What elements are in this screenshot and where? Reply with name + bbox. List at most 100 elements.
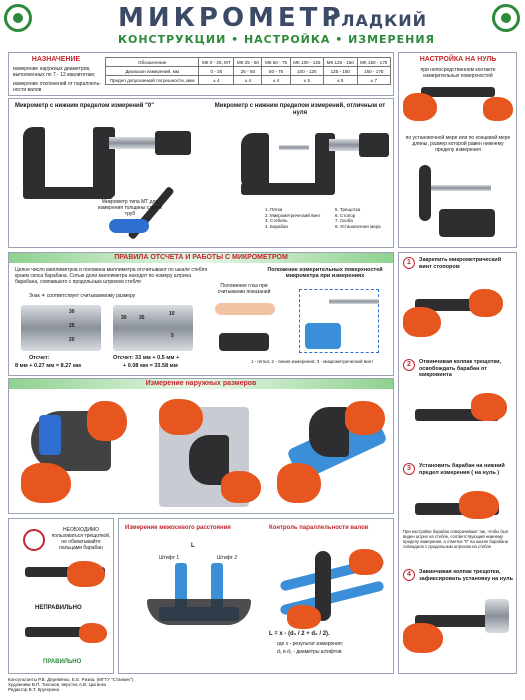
zero-setup-text-2: по установочной мере или по концевой мер… (405, 135, 511, 153)
hand-icon (67, 561, 105, 587)
step-3-text: Установить барабан на нижний предел изме… (419, 463, 505, 476)
micrometer-b-frame-bottom (241, 183, 335, 195)
footer-line: Консультанты Р.В. Деревянко, Е.Е. Ризва,… (8, 677, 134, 682)
spec-cell: ± 5 (289, 75, 325, 85)
formula-1: L = x - (d₁ / 2 + d₂ / 2). (269, 631, 330, 637)
spec-cell: МК 125 - 150 (323, 57, 358, 67)
hand-icon (345, 401, 385, 435)
zero-micrometer-icon (421, 87, 495, 97)
hand-icon (21, 463, 71, 503)
parallel-title: Контроль параллельности валов (269, 525, 369, 531)
warning-panel: НЕОБХОДИМО пользоваться трещоткой, не об… (8, 518, 114, 674)
warning-text: НЕОБХОДИМО пользоваться трещоткой, не об… (51, 527, 111, 551)
outer-panel: Измерение наружных размеров (8, 378, 394, 514)
reading-ex1: 8 мм + 0.27 мм = 8.27 мм (15, 363, 81, 369)
hand-icon (159, 399, 203, 435)
reading-ex2-label: Отсчет: 33 мм + 0.5 мм + (113, 355, 180, 361)
legend-item: 2. Микрометрический винт (265, 212, 321, 218)
spec-cell: ± 5 (323, 75, 358, 85)
reading-sign: Знак ✶ соответствует считываемому размер… (29, 293, 136, 299)
purpose-heading: НАЗНАЧЕНИЕ (31, 56, 81, 63)
spec-cell: ± 4 (198, 75, 235, 85)
spec-row-label: Обозначение (104, 57, 200, 67)
purpose-panel: НАЗНАЧЕНИЕ измерение наружных диаметров,… (8, 52, 394, 96)
page-title-suffix: ГЛАДКИЙ (330, 11, 427, 30)
section-a-title: Микрометр с нижним пределом измерений "0… (15, 103, 155, 109)
step-4-text: Завинчивая колпак трещотки, зафиксироват… (419, 569, 513, 582)
scale-2-stem-tick: 35 (139, 315, 145, 321)
spec-row-label: Диапазон измерений, мм (104, 66, 200, 76)
hand-icon-2 (483, 97, 513, 121)
hand-icon (87, 401, 127, 441)
spec-cell: ± 4 (233, 75, 263, 85)
reading-desc: Целое число миллиметров и половина милли… (15, 267, 208, 285)
reading-ex1-label: Отсчет: (29, 355, 50, 361)
scale-1-tick: 30 (69, 309, 75, 315)
hand-icon (349, 549, 383, 575)
position-legend: 1 - пятка; 2 - линия измерения; 3 - микр… (250, 359, 374, 364)
spec-cell: 150 - 175 (356, 66, 391, 76)
header (0, 0, 525, 48)
scale-2-icon (113, 305, 193, 351)
step-2-number: 2 (403, 359, 415, 371)
parallel-micrometer-icon (315, 551, 331, 621)
legend-col-1: 1. Пятка 2. Микрометрический винт 3. Сте… (265, 207, 335, 229)
workpiece-icon (39, 415, 61, 455)
wrong-label: НЕПРАВИЛЬНО (35, 605, 82, 611)
eye-icon (215, 303, 275, 315)
micrometer-frame-bottom (23, 187, 113, 199)
spec-cell: МК 100 - 125 (289, 57, 325, 67)
micrometer-b-stem (329, 139, 361, 151)
spec-cell: МК 25 - 50 (233, 57, 263, 67)
shaft-icon (305, 323, 341, 349)
step-4-micrometer-icon (415, 615, 499, 627)
spec-row-label: Предел допускаемой погрешности, мкм (104, 75, 200, 85)
purpose-item-1: измерение наружных диаметров, выполненны… (13, 66, 96, 78)
construction-panel: Микрометр с нижним пределом измерений "0… (8, 98, 394, 248)
mt-note: Микрометр типа МТ для измерения толщины … (97, 199, 163, 217)
scale-2-tick: 5 (171, 333, 174, 339)
eye-position-label: Положение глаз при считывании показаний (217, 283, 271, 295)
micrometer-thimble (155, 131, 191, 155)
step-4-number: 4 (403, 569, 415, 581)
zero-setup-panel: НАСТРОЙКА НА НУЛЬ при непосредственном к… (398, 52, 517, 248)
purpose-item-2: измерение отклонений от параллель-ности … (13, 81, 101, 93)
step-1-number: 1 (403, 257, 415, 269)
legend-item: 8. Установочная мера (335, 223, 381, 229)
hand-icon (403, 623, 443, 653)
spindle-icon (329, 299, 379, 304)
legend-item: 1. Пятка (265, 207, 283, 212)
spec-cell: ± 4 (261, 75, 291, 85)
legend-item: 7. Скоба (335, 218, 353, 223)
step-1-text: Закрепить микрометрический винт стопором (419, 257, 502, 270)
outer-title: Измерение наружных размеров (9, 379, 393, 389)
spec-cell: МК 50 - 75 (261, 57, 291, 67)
wrong-micrometer-icon (25, 567, 105, 577)
center-title: Измерение межосевого расстояния (125, 525, 231, 531)
spec-cell: 25 - 50 (233, 66, 263, 76)
spec-cell: 125 - 150 (323, 66, 358, 76)
legend-item: 6. Стопор (335, 212, 356, 218)
page-subtitle: КОНСТРУКЦИИ • НАСТРОЙКА • ИЗМЕРЕНИЯ (118, 33, 436, 46)
reading-title: ПРАВИЛА ОТСЧЕТА И РАБОТЫ С МИКРОМЕТРОМ (9, 253, 393, 263)
thimble-view-icon (219, 333, 269, 351)
step-3-number: 3 (403, 463, 415, 475)
scale-2-tick: 10 (169, 311, 175, 317)
gauge-block-icon (431, 185, 491, 191)
spec-cell: 50 - 75 (261, 66, 291, 76)
position-diagram (299, 289, 379, 353)
footer-line: Художники В.П. Тихонов, верстка А.В. Цыг… (8, 682, 107, 687)
legend-item: 5. Трещотка (335, 207, 361, 212)
scale-1-tick: 25 (69, 323, 75, 329)
formula-3: d₁ и d₂ - диаметры штифтов (277, 649, 342, 655)
thimble-closeup-icon (439, 209, 495, 237)
reading-panel: ПРАВИЛА ОТСЧЕТА И РАБОТЫ С МИКРОМЕТРОМ Ц… (8, 252, 394, 376)
scale-2-stem-tick: 30 (121, 315, 127, 321)
footer-line: Редактор В.Т. Кругерина (8, 687, 59, 692)
hand-icon (277, 463, 321, 503)
page-title: МИКРОМЕТР (118, 3, 345, 33)
pin-2-label: Штифт 2 (217, 555, 238, 561)
legend-item: 3. Стебель (265, 218, 288, 223)
steps-panel: 1 Закрепить микрометрический винт стопор… (398, 252, 517, 674)
legend-col-2: 5. Трещотка 6. Стопор 7. Скоба 8. Устано… (335, 207, 395, 229)
